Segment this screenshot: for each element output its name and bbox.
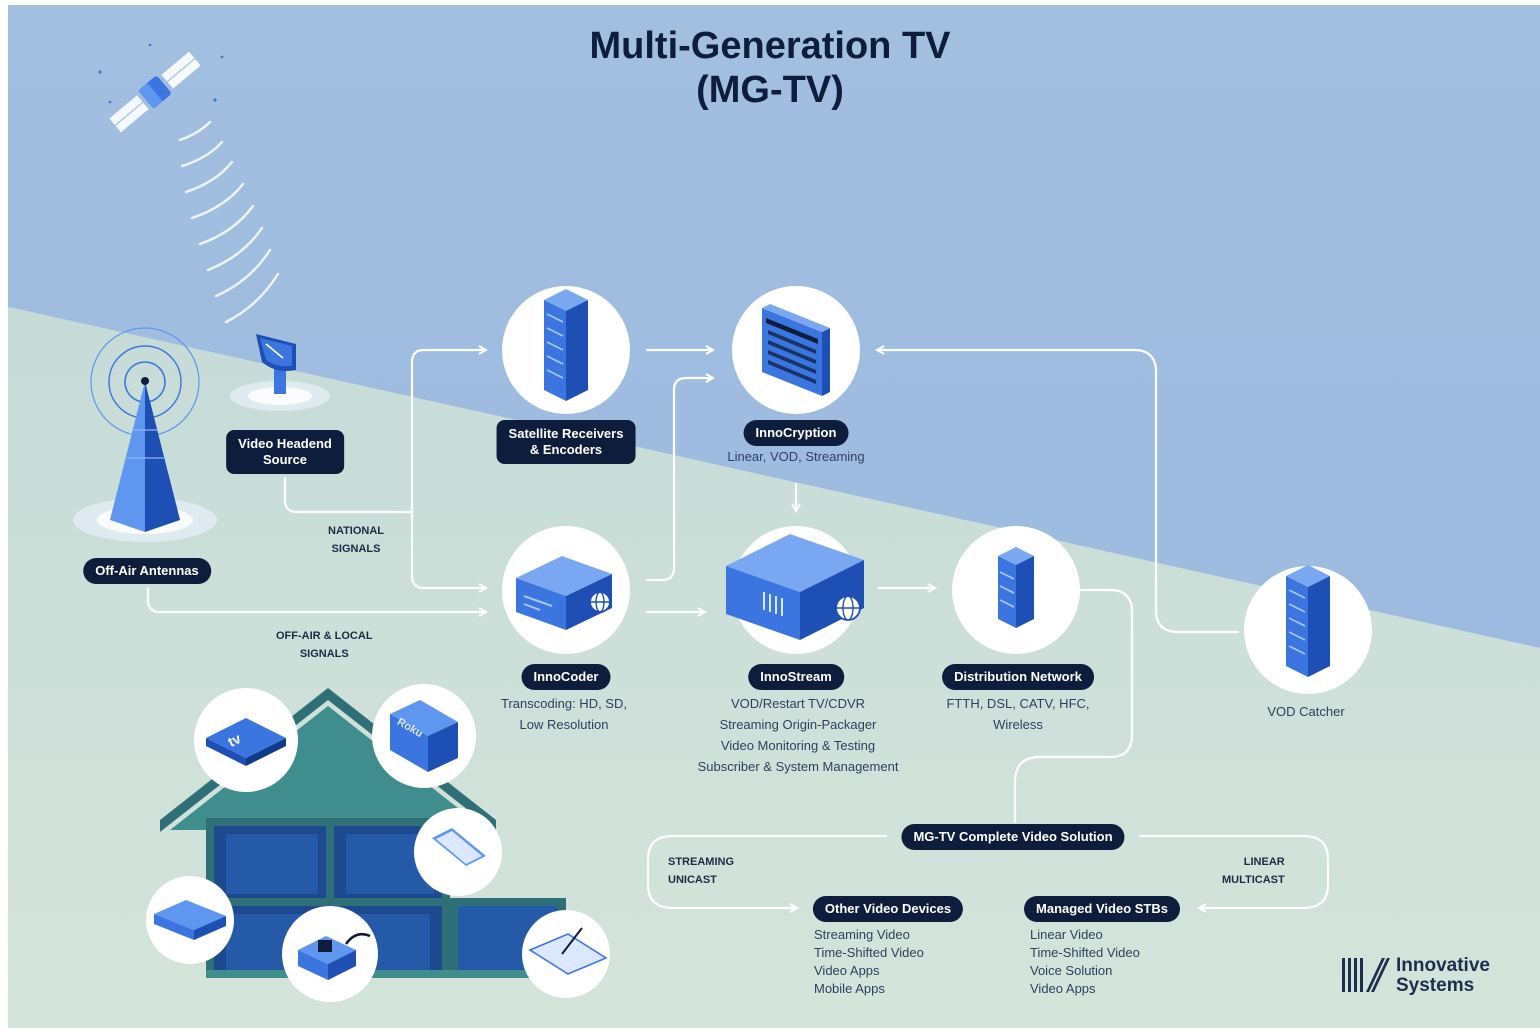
label-innocryption: InnoCryption (743, 420, 849, 446)
desc-line: Time-Shifted Video (1030, 945, 1140, 960)
innovative-systems-logo: Innovative Systems (1388, 956, 1490, 996)
label-mgtv-complete-solution: MG-TV Complete Video Solution (901, 824, 1125, 850)
desc-line: Time-Shifted Video (814, 945, 924, 960)
signal-label-national: NATIONAL SIGNALS (328, 522, 384, 558)
label-innocoder: InnoCoder (521, 664, 611, 690)
desc-line: Wireless (993, 717, 1043, 732)
distribution-description: FTTH, DSL, CATV, HFC, Wireless (946, 693, 1089, 735)
antenna-tower-icon (73, 327, 217, 542)
label-innostream: InnoStream (748, 664, 844, 690)
satellite-dish-icon (230, 334, 330, 411)
signal-label-offair-local: OFF-AIR & LOCAL SIGNALS (276, 627, 373, 663)
label-managed-video-stbs: Managed Video STBs (1024, 896, 1180, 922)
logo-line-2: Systems (1396, 975, 1475, 996)
node-distribution-network (952, 526, 1080, 654)
innostream-description: VOD/Restart TV/CDVR Streaming Origin-Pac… (698, 693, 899, 777)
node-innocryption (732, 286, 860, 414)
title-line-2: (MG-TV) (696, 69, 844, 111)
signal-text: UNICAST (668, 874, 717, 886)
desc-line: Mobile Apps (814, 981, 885, 996)
signal-label-streaming-unicast: STREAMING UNICAST (668, 853, 734, 889)
label-satellite-receivers: Satellite Receivers & Encoders (496, 420, 636, 464)
node-vod-catcher (1244, 564, 1372, 694)
connector-vodcatcher-to-innocryption (878, 350, 1240, 634)
desc-line: Streaming Origin-Packager (719, 717, 877, 732)
label-off-air-antennas: Off-Air Antennas (83, 558, 211, 584)
connector-innocoder-to-innocryption (645, 378, 712, 582)
encoder-box-icon (516, 556, 612, 630)
signal-text: STREAMING (668, 856, 734, 868)
signal-label-linear-multicast: LINEAR MULTICAST (1222, 853, 1285, 889)
satellite-icon (98, 43, 224, 133)
signal-text: SIGNALS (299, 648, 349, 660)
signal-text: SIGNALS (331, 543, 381, 555)
desc-line: Transcoding: HD, SD, (501, 696, 627, 711)
apple-tv-device (194, 688, 298, 792)
network-rack-icon (998, 547, 1034, 628)
managed-stbs-description: Linear Video Time-Shifted Video Voice So… (1030, 926, 1140, 998)
label-other-video-devices: Other Video Devices (812, 896, 964, 922)
desc-line: VOD/Restart TV/CDVR (730, 696, 866, 711)
encryption-icon (762, 304, 830, 396)
label-text: & Encoders (529, 442, 603, 457)
house-illustration (160, 688, 566, 978)
title-line-1: Multi-Generation TV (589, 25, 951, 67)
desc-line: Video Apps (1030, 981, 1096, 996)
label-vod-catcher: VOD Catcher (1267, 704, 1345, 719)
logo-text: Innovative Systems (1396, 956, 1490, 996)
connector-to-satellite-receivers (410, 350, 485, 502)
label-text: Source (262, 452, 308, 467)
desc-line: Linear Video (1030, 927, 1103, 942)
satellite-signal-waves (178, 120, 280, 324)
logo-line-1: Innovative (1396, 955, 1490, 976)
set-top-box-device (146, 876, 234, 964)
label-video-headend-source: Video Headend Source (226, 430, 344, 474)
connector-headend (283, 476, 414, 514)
node-satellite-receivers (502, 286, 630, 414)
connector-to-innocoder (410, 498, 485, 588)
desc-line: Video Monitoring & Testing (720, 738, 876, 753)
signal-text: NATIONAL (328, 525, 385, 537)
signal-text: LINEAR (1243, 856, 1285, 868)
label-distribution-network: Distribution Network (942, 664, 1094, 690)
desc-line: Low Resolution (519, 717, 609, 732)
innocoder-description: Transcoding: HD, SD, Low Resolution (501, 693, 627, 735)
tablet-device (522, 910, 610, 998)
innovative-systems-logo-mark (1342, 958, 1390, 992)
connector-to-managed-stbs (1138, 834, 1330, 908)
connector-offair-to-innocoder (146, 586, 485, 612)
signal-text: MULTICAST (1222, 874, 1285, 886)
desc-line: FTTH, DSL, CATV, HFC, (946, 696, 1090, 711)
other-devices-description: Streaming Video Time-Shifted Video Video… (814, 926, 924, 998)
innocryption-description: Linear, VOD, Streaming (727, 449, 865, 464)
label-text: Video Headend (238, 436, 332, 451)
node-innocoder (502, 526, 630, 654)
node-innostream (726, 526, 864, 654)
smartphone-device (414, 808, 502, 896)
streaming-stick-device (282, 906, 378, 1002)
desc-line: Voice Solution (1030, 963, 1113, 978)
connector-to-other-devices (646, 834, 888, 908)
desc-line: Subscriber & System Management (697, 759, 899, 774)
server-box-icon (726, 534, 864, 640)
connector-lines (146, 350, 1330, 908)
signal-text: OFF-AIR & LOCAL (276, 630, 373, 642)
label-text: Satellite Receivers (508, 426, 624, 441)
desc-line: Video Apps (814, 963, 880, 978)
desc-line: Streaming Video (814, 927, 910, 942)
connector-distribution-to-solution (1013, 588, 1134, 824)
roku-device (372, 684, 476, 788)
page-title: Multi-Generation TV (MG-TV) (520, 24, 1020, 112)
